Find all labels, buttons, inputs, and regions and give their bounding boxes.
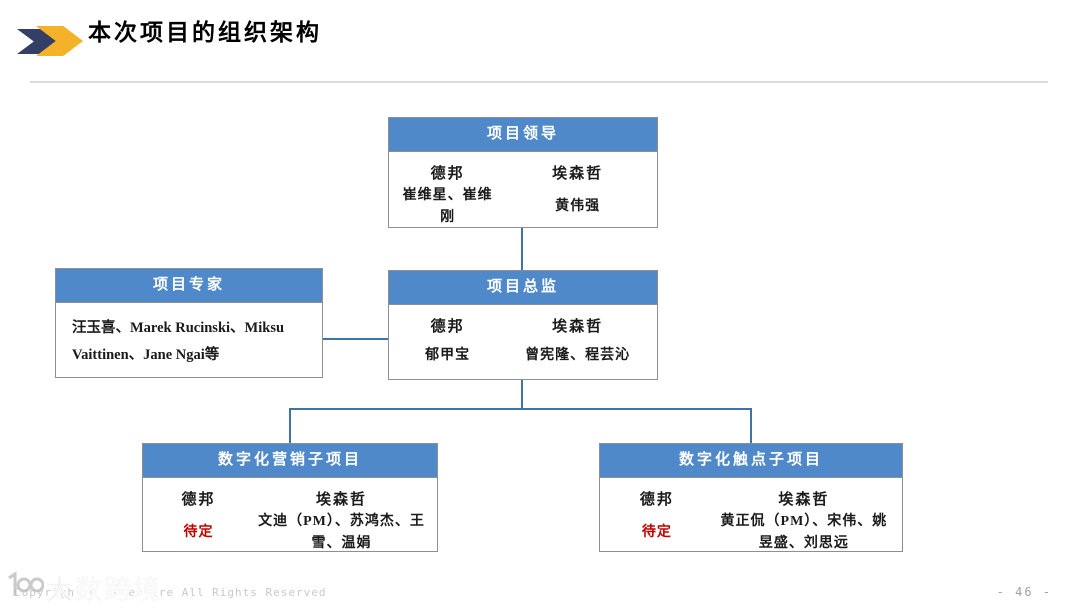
- connector-branch-horizontal: [289, 408, 752, 410]
- members-text: 黄伟强: [555, 198, 601, 214]
- org-box-project-leader: 项目领导 德邦 崔维星、崔维刚 埃森哲 黄伟强: [388, 117, 658, 228]
- org-box-digital-touchpoint-subproject: 数字化触点子项目 德邦 待定 埃森哲 黄正侃（PM）、宋伟、姚昱盛、刘思远: [599, 443, 903, 552]
- company-label: 埃森哲: [778, 492, 830, 508]
- members-text: 曾宪隆、程芸沁: [525, 347, 631, 363]
- company-label: 德邦: [430, 319, 465, 335]
- members-text: 崔维星、崔维刚: [402, 188, 493, 225]
- company-label: 德邦: [639, 492, 674, 508]
- connector-branch-right: [750, 408, 752, 443]
- pending-label: 待定: [641, 524, 672, 540]
- company-label: 埃森哲: [552, 319, 604, 335]
- members-text: 汪玉喜、Marek Rucinski、Miksu Vaittinen、Jane …: [72, 320, 285, 363]
- org-box-header: 项目专家: [56, 269, 322, 303]
- dashukuajing-logo-icon: [4, 571, 45, 604]
- connector-leader-director: [521, 228, 523, 270]
- company-label: 德邦: [430, 166, 465, 182]
- org-box-header: 数字化触点子项目: [600, 444, 902, 478]
- page-number: - 46 -: [996, 585, 1052, 599]
- org-box-header: 项目领导: [389, 118, 657, 152]
- members-text: 黄正侃（PM）、宋伟、姚昱盛、刘思远: [720, 514, 888, 551]
- page-title: 本次项目的组织架构: [88, 20, 322, 45]
- company-label: 埃森哲: [315, 492, 367, 508]
- org-box-digital-marketing-subproject: 数字化营销子项目 德邦 待定 埃森哲 文迪（PM）、苏鸿杰、王雪、温娟: [142, 443, 438, 552]
- connector-experts-director: [323, 338, 388, 340]
- members-text: 文迪（PM）、苏鸿杰、王雪、温娟: [258, 514, 425, 551]
- title-divider-line: [30, 81, 1048, 83]
- company-label: 埃森哲: [552, 166, 604, 182]
- org-box-header: 项目总监: [389, 271, 657, 305]
- org-box-project-experts: 项目专家 汪玉喜、Marek Rucinski、Miksu Vaittinen、…: [55, 268, 323, 378]
- pending-label: 待定: [183, 524, 214, 540]
- org-box-project-director: 项目总监 德邦 郁甲宝 埃森哲 曾宪隆、程芸沁: [388, 270, 658, 380]
- company-label: 德邦: [181, 492, 216, 508]
- watermark-text: 大数跨境: [46, 575, 162, 607]
- connector-director-drop: [521, 380, 523, 410]
- connector-branch-left: [289, 408, 291, 443]
- members-text: 郁甲宝: [425, 347, 471, 363]
- org-box-header: 数字化营销子项目: [143, 444, 437, 478]
- watermark: 大数跨境: [4, 568, 162, 607]
- copyright-text: Copyright © Accenture All Rights Reserve…: [14, 586, 327, 599]
